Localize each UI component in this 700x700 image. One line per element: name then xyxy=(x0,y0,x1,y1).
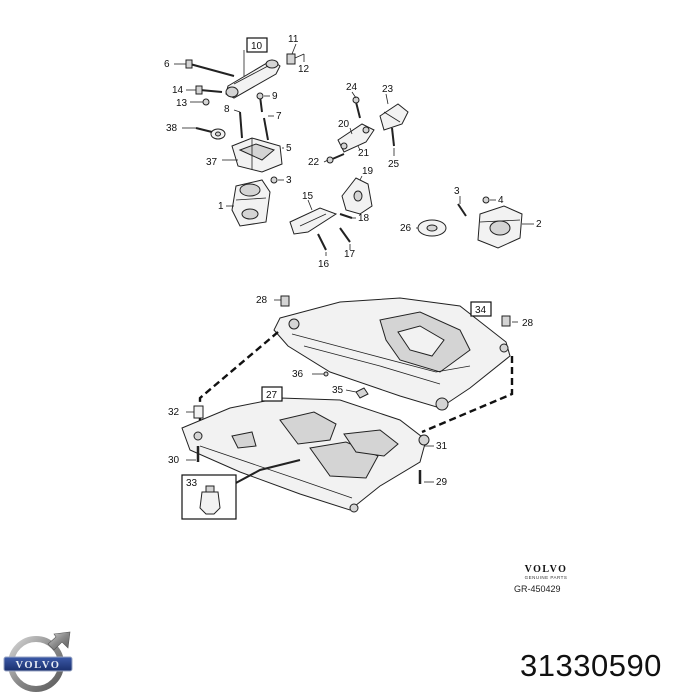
callout-36: 36 xyxy=(292,369,304,380)
callout-18: 18 xyxy=(358,213,370,224)
callout-box-27 xyxy=(261,386,283,402)
part-number: 31330590 xyxy=(520,648,662,683)
torque-rod-assembly xyxy=(185,53,305,227)
callout-30: 30 xyxy=(168,455,180,466)
callout-6: 6 xyxy=(164,59,170,70)
callout-16: 16 xyxy=(318,259,330,270)
clip-33-detail xyxy=(199,485,221,515)
callout-31: 31 xyxy=(436,441,448,452)
reference-code: GR-450429 xyxy=(514,584,561,594)
leader-lines xyxy=(174,43,534,483)
logo-wordmark: VOLVO xyxy=(15,660,60,671)
callout-box-10 xyxy=(246,37,268,53)
callout-3b: 3 xyxy=(454,186,460,197)
callout-5: 5 xyxy=(286,143,292,154)
transmission-mount-right xyxy=(417,196,523,249)
callout-1: 1 xyxy=(218,201,224,212)
callout-22: 22 xyxy=(308,157,320,168)
callout-28a: 28 xyxy=(256,295,268,306)
callout-21: 21 xyxy=(358,148,370,159)
callout-34: 34 xyxy=(475,305,487,316)
callout-numbers: 6 10 11 12 14 13 8 9 7 38 5 37 3 1 24 23… xyxy=(164,34,542,489)
callout-8: 8 xyxy=(224,104,230,115)
volvo-logo-icon: VOLVO xyxy=(3,631,73,692)
brand-block: VOLVO GENUINE PARTS xyxy=(512,564,580,581)
callout-26: 26 xyxy=(400,223,412,234)
callout-13: 13 xyxy=(176,98,188,109)
callout-2: 2 xyxy=(536,219,542,230)
callout-15: 15 xyxy=(302,191,314,202)
callout-38: 38 xyxy=(166,123,178,134)
splash-shield-lower xyxy=(181,397,430,513)
brand-name: VOLVO xyxy=(524,564,568,575)
callout-25: 25 xyxy=(388,159,400,170)
callout-14: 14 xyxy=(172,85,184,96)
callout-11: 11 xyxy=(288,34,299,45)
callout-33: 33 xyxy=(186,478,198,489)
callout-23: 23 xyxy=(382,84,394,95)
callout-17: 17 xyxy=(344,249,356,260)
callout-24: 24 xyxy=(346,82,358,93)
brand-subtitle: GENUINE PARTS xyxy=(524,575,568,580)
callout-4: 4 xyxy=(498,195,504,206)
callout-12: 12 xyxy=(298,64,310,75)
callout-27: 27 xyxy=(266,390,278,401)
callout-19: 19 xyxy=(362,166,374,177)
alignment-line-right xyxy=(421,356,514,434)
callout-29: 29 xyxy=(436,477,448,488)
bracket-assembly-center xyxy=(289,96,409,251)
callout-3a: 3 xyxy=(286,175,292,186)
callout-7: 7 xyxy=(276,111,282,122)
callout-28b: 28 xyxy=(522,318,534,329)
callout-9: 9 xyxy=(272,91,278,102)
callout-box-34 xyxy=(470,301,492,317)
callout-37: 37 xyxy=(206,157,218,168)
callout-35: 35 xyxy=(332,385,344,396)
callout-10: 10 xyxy=(251,41,263,52)
callout-32: 32 xyxy=(168,407,180,418)
splash-shield-upper xyxy=(273,295,511,411)
callout-20: 20 xyxy=(338,119,350,130)
